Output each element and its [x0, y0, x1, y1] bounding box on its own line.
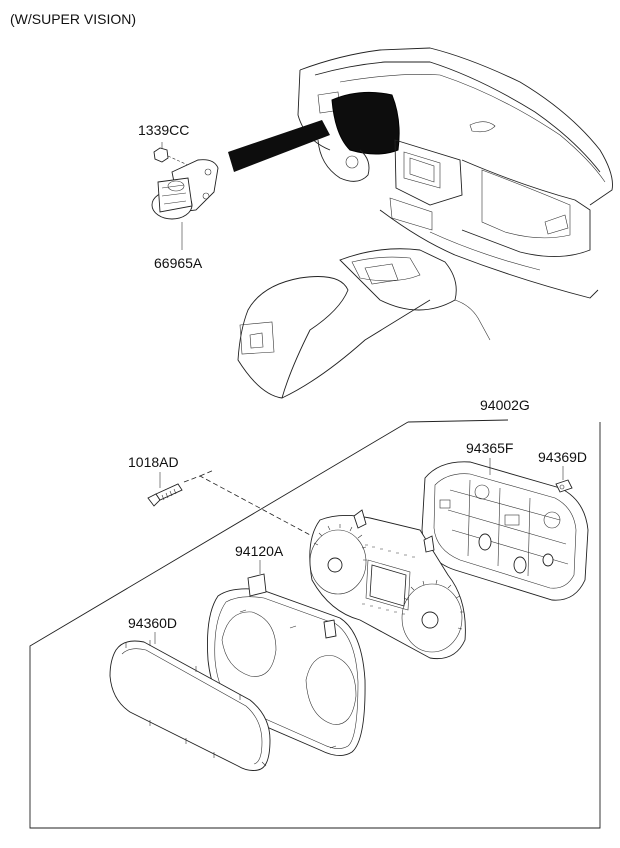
screw — [147, 472, 183, 507]
screw-guide-line — [183, 469, 313, 537]
cluster-group-frame — [29, 419, 601, 829]
callout-94360d: 94360D — [128, 615, 177, 631]
callout-66965a: 66965A — [154, 255, 203, 271]
sensor-assembly — [151, 142, 219, 250]
callout-94365f: 94365F — [466, 440, 513, 456]
callout-1018ad: 1018AD — [128, 454, 179, 470]
bulb — [555, 466, 573, 493]
dashboard-illustration — [228, 47, 613, 399]
callout-94120a: 94120A — [235, 543, 284, 559]
gauge-face — [309, 509, 466, 660]
window-glass — [109, 632, 271, 771]
callout-94369d: 94369D — [538, 449, 587, 465]
callout-94002g: 94002G — [480, 397, 530, 413]
callout-1339cc: 1339CC — [138, 122, 189, 138]
variant-title: (W/SUPER VISION) — [10, 11, 136, 27]
